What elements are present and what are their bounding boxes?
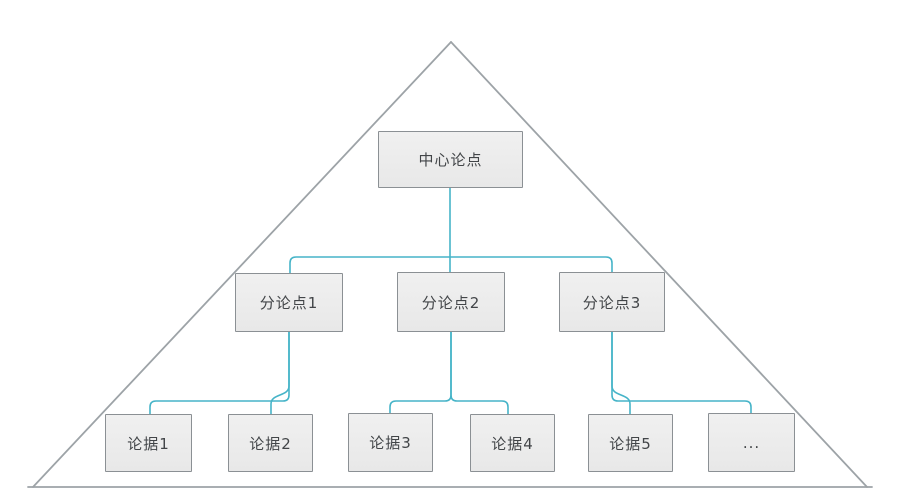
connector-sub1-ev1 [149,332,290,414]
node-sub-point-1: 分论点1 [235,273,343,332]
node-evidence-4: 论据4 [470,414,555,472]
connector-sub2-ev3 [389,332,452,413]
node-sub-point-3: 分论点3 [559,272,665,332]
node-evidence-2: 论据2 [228,414,313,472]
triangle-left-side [32,41,452,488]
node-evidence-more: ... [708,413,795,472]
node-central-claim: 中心论点 [378,131,523,188]
node-evidence-1: 论据1 [105,414,192,472]
connector-sub1-ev2 [270,332,290,414]
node-evidence-3: 论据3 [348,413,433,472]
connector-sub3-ev6 [611,332,752,413]
connector-sub2-ev4 [450,332,509,414]
triangle-right-side [450,41,868,488]
node-evidence-5: 论据5 [588,414,673,472]
connector-central-branch-bar [289,256,613,273]
node-sub-point-2: 分论点2 [397,272,505,332]
